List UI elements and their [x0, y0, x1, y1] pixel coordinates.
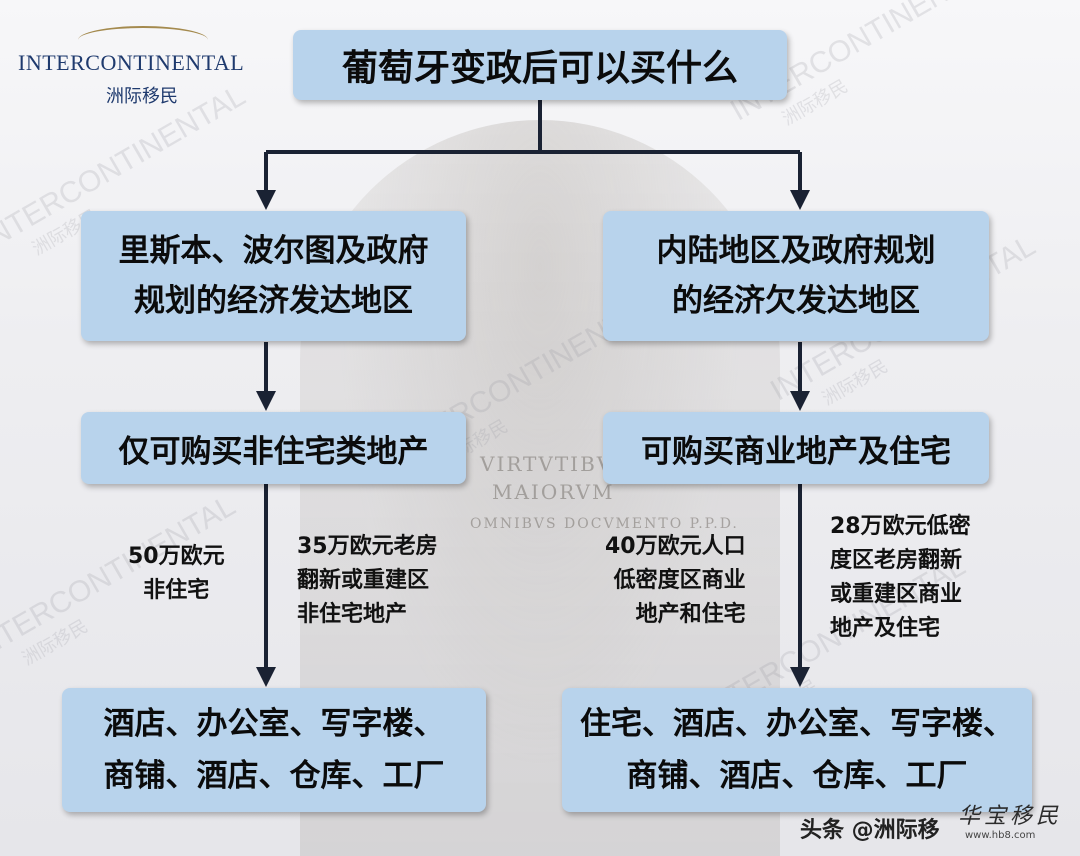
right-rule: 可购买商业地产及住宅 — [641, 433, 951, 470]
left-rule: 仅可购买非住宅类地产 — [118, 433, 429, 470]
footer-credit: 头条 @洲际移 — [800, 818, 940, 843]
right-region-box: 内陆地区及政府规划 的经济欠发达地区 — [603, 211, 989, 341]
right-result-line1: 住宅、酒店、办公室、写字楼、 — [580, 706, 1014, 742]
logo-name-cn: 洲际移民 — [106, 86, 178, 107]
left-result-line1: 酒店、办公室、写字楼、 — [103, 706, 445, 742]
logo-name-en: INTERCONTINENTAL — [18, 50, 245, 75]
footer-logo: 华宝移民 — [958, 804, 1063, 829]
right-region-line2: 的经济欠发达地区 — [672, 283, 920, 319]
left-result-line2: 商铺、酒店、仓库、工厂 — [103, 758, 445, 794]
right-option-a: 40万欧元人口 低密度区商业 地产和住宅 — [605, 534, 746, 627]
right-result-box: 住宅、酒店、办公室、写字楼、 商铺、酒店、仓库、工厂 — [562, 688, 1032, 812]
diagram-title: 葡萄牙变政后可以买什么 — [341, 48, 738, 89]
right-region-line1: 内陆地区及政府规划 — [656, 233, 936, 269]
diagram-title-box: 葡萄牙变政后可以买什么 — [293, 30, 787, 100]
background-inscription-1: VIRTVTIBVS — [480, 452, 629, 476]
background-inscription-2: MAIORVM — [492, 480, 615, 504]
left-rule-box: 仅可购买非住宅类地产 — [81, 412, 466, 484]
left-option-b: 35万欧元老房 翻新或重建区 非住宅地产 — [297, 534, 438, 627]
footer-url: www.hb8.com — [965, 830, 1036, 841]
background-inscription-3: OMNIBVS DOCVMENTO P.P.D. — [470, 516, 739, 532]
right-rule-box: 可购买商业地产及住宅 — [603, 412, 989, 484]
left-region-box: 里斯本、波尔图及政府 规划的经济发达地区 — [81, 211, 466, 341]
left-region-line1: 里斯本、波尔图及政府 — [118, 233, 429, 269]
left-option-a: 50万欧元 非住宅 — [128, 544, 225, 603]
left-region-line2: 规划的经济发达地区 — [134, 283, 413, 319]
right-result-line2: 商铺、酒店、仓库、工厂 — [626, 758, 968, 794]
logo-arc-icon — [78, 26, 208, 54]
left-result-box: 酒店、办公室、写字楼、 商铺、酒店、仓库、工厂 — [62, 688, 486, 812]
right-option-b: 28万欧元低密 度区老房翻新 或重建区商业 地产及住宅 — [830, 514, 971, 641]
